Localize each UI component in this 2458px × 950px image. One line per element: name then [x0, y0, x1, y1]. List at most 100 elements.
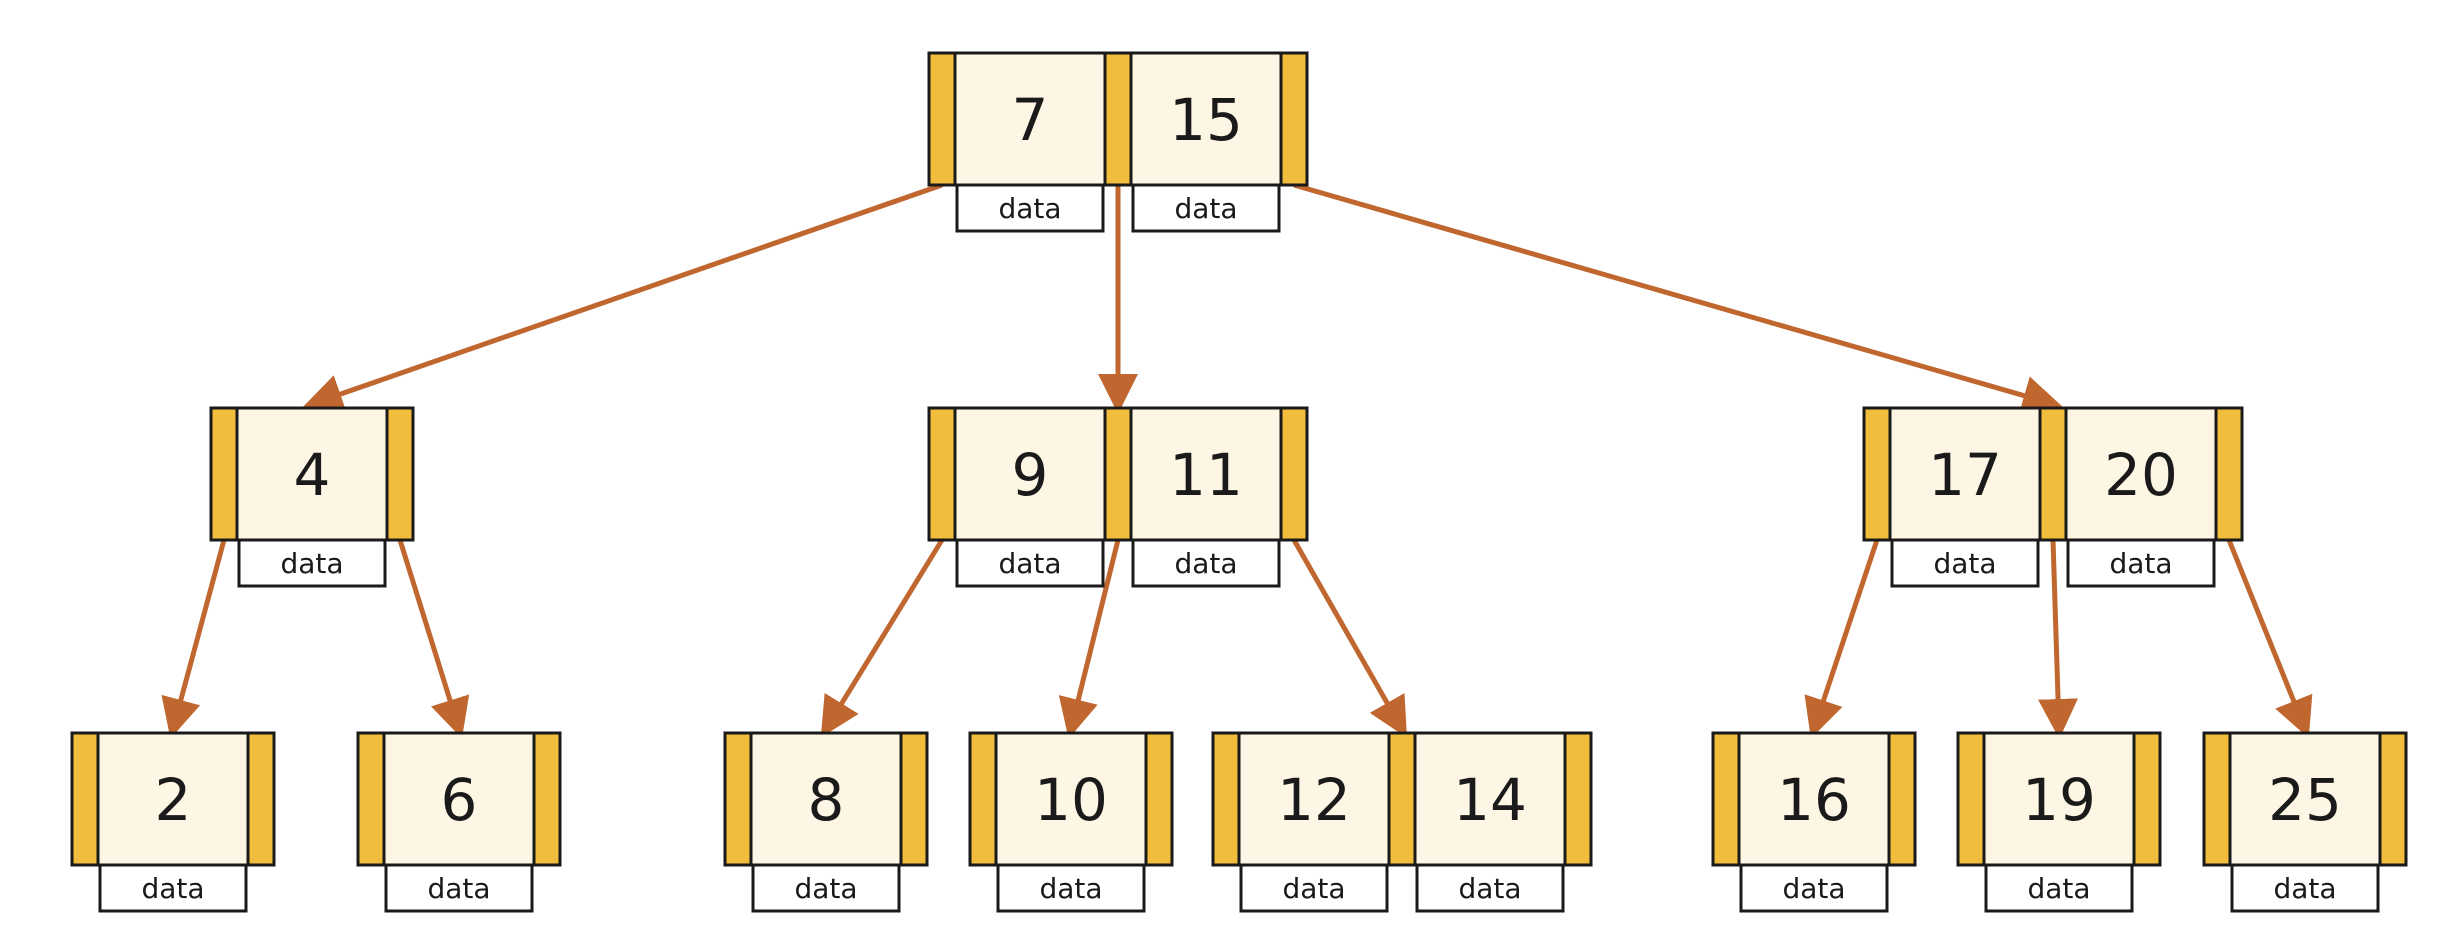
data-box: [1984, 863, 2134, 913]
child-pointer-cell: [1956, 731, 1986, 867]
edge-root-to-n17: [1293, 182, 2063, 415]
child-pointer-cell: [1887, 731, 1917, 867]
edges-layer: [161, 182, 2313, 739]
child-pointer-cell: [356, 731, 386, 867]
child-pointer-cell: [1211, 731, 1241, 867]
edge-n17-to-n16: [1804, 539, 1880, 739]
data-label: data: [280, 547, 343, 580]
edge-n4-to-n2: [161, 539, 227, 739]
child-pointer-cell: [70, 731, 100, 867]
child-pointer-cell: [1279, 406, 1309, 542]
child-pointer-cell: [2202, 731, 2232, 867]
child-pointer-cell: [927, 51, 957, 187]
data-box: [2230, 863, 2380, 913]
data-box: [1890, 538, 2040, 588]
data-label: data: [1782, 872, 1845, 905]
child-pointer-cell: [209, 406, 239, 542]
data-box: [1739, 863, 1889, 913]
key-value: 14: [1453, 766, 1527, 834]
key-cell: [96, 731, 250, 867]
key-value: 2: [155, 766, 192, 834]
data-box: [1239, 863, 1389, 913]
child-pointer-cell: [723, 731, 753, 867]
key-value: 7: [1012, 86, 1049, 154]
child-pointer-cell: [1387, 731, 1417, 867]
child-pointer-cell: [532, 731, 562, 867]
key-cell: [1888, 406, 2042, 542]
data-box: [1131, 183, 1281, 233]
data-box: [955, 538, 1105, 588]
data-label: data: [141, 872, 204, 905]
data-label: data: [998, 547, 1061, 580]
child-pointer-cell: [1103, 51, 1133, 187]
data-label: data: [2027, 872, 2090, 905]
key-cell: [1129, 406, 1283, 542]
btree-node-n19: 19 data: [1956, 731, 2162, 913]
edge-n9-to-n12: [1291, 538, 1407, 738]
btree-node-n9: 9 data 11 data: [927, 406, 1309, 588]
key-value: 9: [1012, 441, 1049, 509]
edge-n9-to-n8: [820, 538, 945, 738]
key-cell: [953, 51, 1107, 187]
key-value: 11: [1169, 441, 1243, 509]
child-pointer-cell: [2214, 406, 2244, 542]
edge-n17-to-n19: [2038, 539, 2079, 739]
child-pointer-cell: [927, 406, 957, 542]
data-box: [996, 863, 1146, 913]
data-label: data: [1282, 872, 1345, 905]
edge-root-to-n4: [302, 182, 943, 414]
key-cell: [994, 731, 1148, 867]
key-value: 20: [2104, 441, 2178, 509]
key-value: 19: [2022, 766, 2096, 834]
data-box: [751, 863, 901, 913]
key-value: 8: [808, 766, 845, 834]
key-cell: [953, 406, 1107, 542]
child-pointer-cell: [1563, 731, 1593, 867]
child-pointer-cell: [968, 731, 998, 867]
data-box: [384, 863, 534, 913]
child-pointer-cell: [1144, 731, 1174, 867]
btree-node-n4: 4 data: [209, 406, 415, 588]
btree-node-n8: 8 data: [723, 731, 929, 913]
child-pointer-cell: [385, 406, 415, 542]
btree-node-n25: 25 data: [2202, 731, 2408, 913]
data-label: data: [2273, 872, 2336, 905]
child-pointer-cell: [1279, 51, 1309, 187]
edge-n9-to-n10: [1058, 539, 1121, 739]
key-value: 6: [441, 766, 478, 834]
child-pointer-cell: [2378, 731, 2408, 867]
data-label: data: [427, 872, 490, 905]
key-value: 17: [1928, 441, 2002, 509]
key-value: 10: [1034, 766, 1108, 834]
key-cell: [2064, 406, 2218, 542]
data-label: data: [1174, 192, 1237, 225]
child-pointer-cell: [246, 731, 276, 867]
data-box: [955, 183, 1105, 233]
btree-node-n2: 2 data: [70, 731, 276, 913]
nodes-layer: 7data15data4data9data11data17data20data2…: [70, 51, 2408, 913]
data-label: data: [1174, 547, 1237, 580]
key-value: 16: [1777, 766, 1851, 834]
data-box: [1415, 863, 1565, 913]
btree-node-n6: 6 data: [356, 731, 562, 913]
data-label: data: [794, 872, 857, 905]
btree-node-n16: 16 data: [1711, 731, 1917, 913]
data-label: data: [1039, 872, 1102, 905]
data-label: data: [1458, 872, 1521, 905]
child-pointer-cell: [2038, 406, 2068, 542]
child-pointer-cell: [1711, 731, 1741, 867]
data-label: data: [1933, 547, 1996, 580]
key-value: 4: [294, 441, 331, 509]
child-pointer-cell: [2132, 731, 2162, 867]
data-box: [237, 538, 387, 588]
edge-n17-to-n25: [2226, 539, 2313, 739]
data-box: [1131, 538, 1281, 588]
data-box: [98, 863, 248, 913]
key-value: 25: [2268, 766, 2342, 834]
key-value: 15: [1169, 86, 1243, 154]
btree-node-n10: 10 data: [968, 731, 1174, 913]
